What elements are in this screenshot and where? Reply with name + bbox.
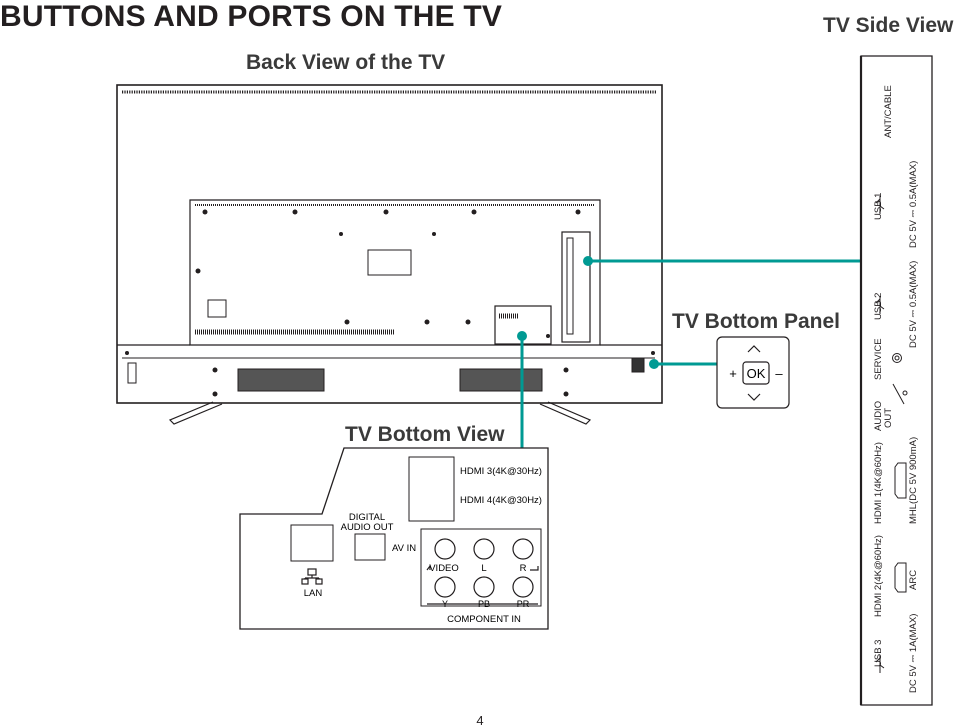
usb2-label: USB 2: [873, 292, 884, 320]
minus-label: –: [775, 366, 783, 381]
av-component-block: [420, 528, 542, 607]
hdmi1-icon: [894, 462, 907, 499]
ok-button-outline: [742, 361, 770, 385]
back-view-title: Back View of the TV: [246, 51, 446, 74]
video-jack: [434, 538, 456, 560]
usb2-spec: DC 5V ⎓ 0.5A(MAX): [908, 260, 919, 348]
usb3-spec: DC 5V ⎓ 1A(MAX): [908, 613, 919, 693]
component-in-label: COMPONENT IN: [447, 614, 521, 625]
ok-label: OK: [747, 366, 766, 381]
y-jack: [434, 576, 456, 598]
pb-label: PB: [478, 599, 490, 609]
audio-r-jack: [512, 538, 534, 560]
up-chevron-icon: [747, 345, 761, 353]
pr-jack: [512, 576, 534, 598]
audio-out-slash: [892, 383, 905, 405]
hdmi4-label: HDMI 4(4K@30Hz): [460, 495, 542, 506]
service-label: SERVICE: [873, 338, 884, 380]
hdmi3-label: HDMI 3(4K@30Hz): [460, 466, 542, 477]
bottom-panel-title: TV Bottom Panel: [672, 310, 841, 333]
usb3-label: USB 3: [873, 639, 884, 667]
digital-audio-port: [354, 533, 386, 561]
digital-label: DIGITAL: [349, 512, 385, 523]
usb1-spec: DC 5V ⎓ 0.5A(MAX): [908, 160, 919, 248]
hdmi2-spec: ARC: [908, 569, 919, 590]
pr-label: PR: [517, 599, 530, 609]
y-label: Y: [442, 599, 448, 609]
usb3-icon: [875, 655, 885, 673]
callout-lines: [520, 259, 861, 448]
down-chevron-icon: [747, 393, 761, 401]
page-title: BUTTONS AND PORTS ON THE TV: [0, 0, 503, 33]
audio-out-label: AUDIO OUT: [341, 522, 394, 533]
hdmi-port-block: [408, 456, 455, 522]
hdmi2-label: HDMI 2(4K@60Hz): [873, 535, 884, 617]
bottom-view-title: TV Bottom View: [345, 423, 505, 446]
page-number: 4: [476, 713, 484, 728]
lan-port: [290, 524, 334, 562]
hdmi2-icon: [894, 562, 907, 593]
usb1-icon: [875, 196, 885, 214]
r-label: R: [520, 563, 527, 574]
side-view-title: TV Side View: [823, 14, 954, 37]
av-in-label: AV IN: [392, 543, 416, 554]
tv-back-illustration: [116, 84, 663, 425]
audio-out-label-2: OUT: [883, 407, 894, 428]
lan-label: LAN: [304, 588, 323, 599]
headphone-icon: [902, 390, 908, 396]
side-view-panel: [860, 55, 933, 706]
pb-jack: [473, 576, 495, 598]
video-label: VIDEO: [429, 563, 459, 574]
plus-label: +: [729, 366, 737, 381]
hdmi1-spec: MHL(DC 5V 900mA): [908, 436, 919, 524]
usb1-label: USB 1: [873, 192, 884, 220]
audio-l-jack: [473, 538, 495, 560]
l-label: L: [481, 563, 486, 574]
ant-cable-label: ANT/CABLE: [883, 85, 894, 138]
hdmi1-label: HDMI 1(4K@60Hz): [873, 442, 884, 524]
usb2-icon: [875, 296, 885, 314]
lan-network-icon: [301, 568, 323, 585]
bottom-panel-box: [716, 336, 790, 409]
service-port-icon: [892, 353, 902, 363]
